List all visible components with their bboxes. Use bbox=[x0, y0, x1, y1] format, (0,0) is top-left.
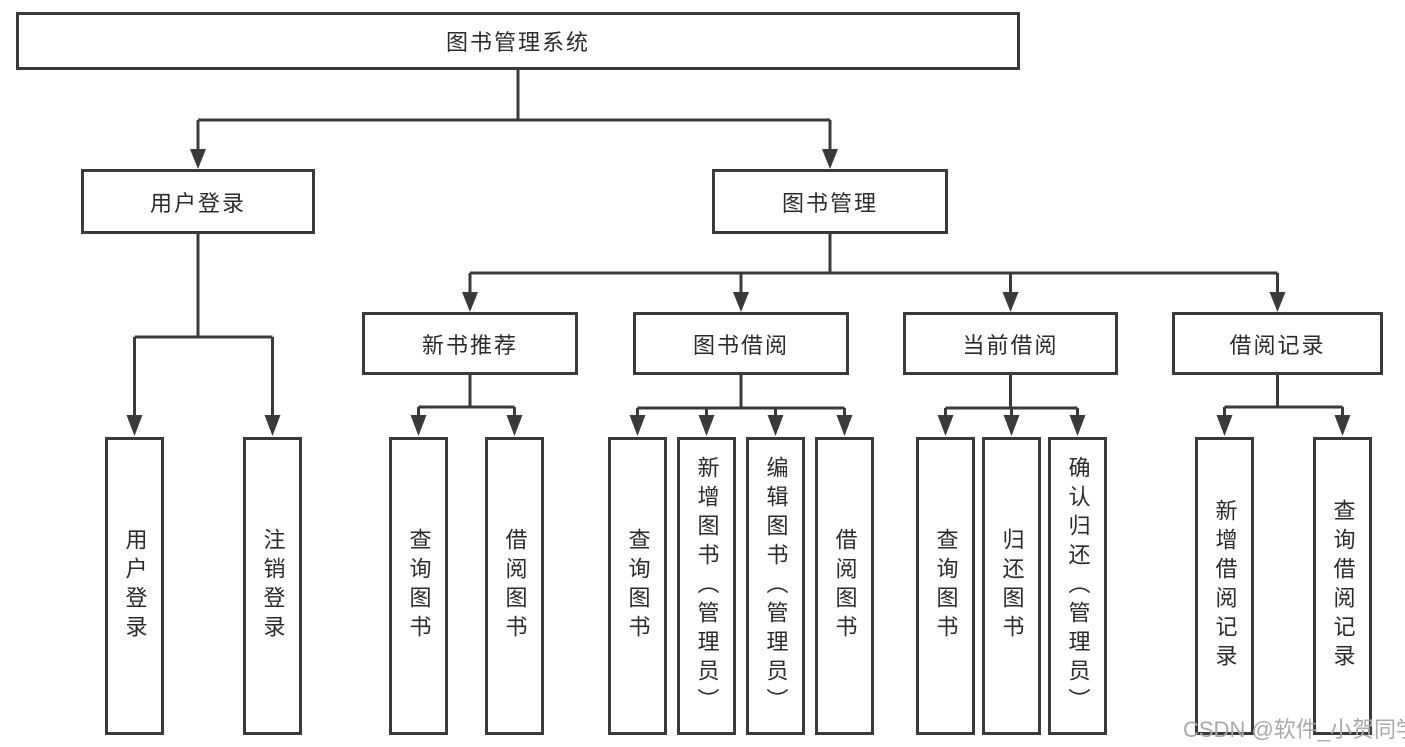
node-book-management: 图书管理 bbox=[712, 169, 948, 234]
arrow-down-icon bbox=[937, 415, 954, 436]
arrow-down-icon bbox=[1334, 415, 1351, 436]
arrow-down-icon bbox=[733, 292, 749, 312]
leaf-user-login-label: 用户登录 bbox=[122, 528, 148, 644]
connector-current-to-leaves bbox=[937, 375, 1086, 436]
arrow-down-icon bbox=[1069, 415, 1086, 436]
arrow-down-icon bbox=[1216, 415, 1233, 436]
arrow-down-icon bbox=[629, 415, 646, 436]
node-borrowing-records: 借阅记录 bbox=[1172, 312, 1383, 375]
arrow-down-icon bbox=[410, 415, 427, 436]
node-root: 图书管理系统 bbox=[16, 12, 1020, 70]
arrow-down-icon bbox=[126, 415, 143, 436]
arrow-down-icon bbox=[1002, 292, 1019, 312]
leaf-query-books-1: 查询图书 bbox=[389, 437, 448, 735]
leaf-query-borrow-record: 查询借阅记录 bbox=[1313, 437, 1372, 735]
node-new-book-recommend-label: 新书推荐 bbox=[421, 332, 518, 358]
leaf-confirm-return-admin: 确认归还（管理员） bbox=[1048, 437, 1107, 735]
leaf-query-books-1-label: 查询图书 bbox=[406, 528, 432, 644]
node-current-borrowing: 当前借阅 bbox=[903, 312, 1118, 375]
connector-root-to-level2 bbox=[190, 70, 838, 169]
arrow-down-icon bbox=[767, 415, 784, 436]
node-borrowing-records-label: 借阅记录 bbox=[1229, 332, 1326, 358]
node-root-label: 图书管理系统 bbox=[445, 30, 590, 55]
node-user-login: 用户登录 bbox=[81, 169, 315, 234]
csdn-watermark: CSDN @软件_小贺同学 bbox=[1183, 717, 1405, 742]
arrow-down-icon bbox=[1269, 292, 1286, 312]
leaf-borrow-books-1-label: 借阅图书 bbox=[502, 528, 528, 644]
arrow-down-icon bbox=[190, 149, 206, 169]
arrow-down-icon bbox=[462, 292, 478, 312]
connector-book-mgmt-to-level3 bbox=[462, 234, 1286, 312]
connector-borrowing-to-leaves bbox=[629, 375, 853, 436]
leaf-query-books-2-label: 查询图书 bbox=[625, 528, 651, 644]
arrow-down-icon bbox=[506, 415, 523, 436]
node-user-login-label: 用户登录 bbox=[149, 190, 246, 216]
leaf-add-books-admin: 新增图书（管理员） bbox=[677, 437, 736, 735]
arrow-down-icon bbox=[822, 149, 838, 169]
leaf-logout: 注销登录 bbox=[243, 437, 302, 735]
arrow-down-icon bbox=[1003, 415, 1020, 436]
node-book-borrowing: 图书借阅 bbox=[633, 312, 849, 375]
node-book-management-label: 图书管理 bbox=[781, 190, 878, 216]
leaf-query-books-2: 查询图书 bbox=[608, 437, 667, 735]
leaf-confirm-return-admin-label: 确认归还（管理员） bbox=[1065, 455, 1091, 717]
leaf-add-borrow-record-label: 新增借阅记录 bbox=[1212, 499, 1238, 673]
leaf-borrow-books-2-label: 借阅图书 bbox=[832, 528, 858, 644]
leaf-return-books-label: 归还图书 bbox=[999, 528, 1025, 644]
leaf-query-borrow-record-label: 查询借阅记录 bbox=[1330, 499, 1356, 673]
arrow-down-icon bbox=[264, 415, 281, 436]
node-current-borrowing-label: 当前借阅 bbox=[962, 332, 1059, 358]
leaf-add-books-admin-label: 新增图书（管理员） bbox=[694, 455, 720, 717]
leaf-edit-books-admin: 编辑图书（管理员） bbox=[746, 437, 805, 735]
connector-user-login-to-leaves bbox=[126, 234, 281, 436]
connector-records-to-leaves bbox=[1216, 375, 1351, 436]
node-book-borrowing-label: 图书借阅 bbox=[692, 332, 789, 358]
leaf-add-borrow-record: 新增借阅记录 bbox=[1195, 437, 1254, 735]
leaf-query-books-3-label: 查询图书 bbox=[933, 528, 959, 644]
arrow-down-icon bbox=[836, 415, 853, 436]
leaf-logout-label: 注销登录 bbox=[260, 528, 286, 644]
leaf-edit-books-admin-label: 编辑图书（管理员） bbox=[763, 455, 789, 717]
leaf-return-books: 归还图书 bbox=[982, 437, 1041, 735]
connector-new-books-to-leaves bbox=[410, 375, 523, 436]
leaf-borrow-books-2: 借阅图书 bbox=[815, 437, 874, 735]
node-new-book-recommend: 新书推荐 bbox=[362, 312, 578, 375]
leaf-user-login: 用户登录 bbox=[105, 437, 164, 735]
arrow-down-icon bbox=[698, 415, 715, 436]
leaf-borrow-books-1: 借阅图书 bbox=[485, 437, 544, 735]
leaf-query-books-3: 查询图书 bbox=[916, 437, 975, 735]
